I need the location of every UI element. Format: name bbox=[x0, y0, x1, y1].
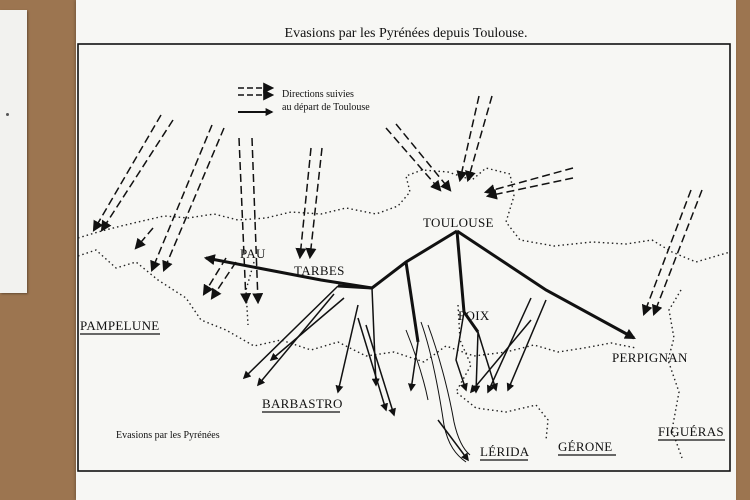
dashed-arrow-icon bbox=[162, 127, 225, 273]
paper-mark bbox=[6, 113, 9, 116]
coastal-boundary bbox=[667, 289, 683, 459]
dashed-arrow-icon bbox=[456, 95, 480, 183]
solid-arrow-icon bbox=[357, 317, 388, 412]
label-underlines bbox=[80, 333, 725, 461]
place-labels: TOULOUSE PAU TARBES FOIX PERPIGNAN PAMPE… bbox=[80, 215, 724, 459]
label-lerida: LÉRIDA bbox=[480, 444, 530, 459]
label-tarbes: TARBES bbox=[294, 263, 345, 278]
dashed-arrow-icon bbox=[652, 189, 703, 317]
dashed-arrow-icon bbox=[100, 119, 174, 232]
dashed-arrow-icon bbox=[150, 124, 213, 273]
label-pau: PAU bbox=[240, 246, 266, 261]
dashed-arrow-icon bbox=[92, 114, 162, 232]
escape-routes-map: Directions suivies au départ de Toulouse… bbox=[77, 43, 731, 472]
route-tarbes-junction bbox=[337, 284, 373, 290]
regional-boundary-west bbox=[245, 261, 255, 326]
dashed-arrow-icon bbox=[641, 189, 692, 317]
dashed-arrow-icon bbox=[210, 261, 237, 300]
solid-arrow-icon bbox=[506, 299, 547, 392]
label-pampelune: PAMPELUNE bbox=[80, 318, 160, 333]
dashed-arrow-icon bbox=[305, 147, 323, 260]
dashed-arrow-icon bbox=[238, 137, 252, 305]
dashed-arrow-icon bbox=[251, 137, 264, 305]
route-toulouse-perpignan bbox=[456, 229, 636, 340]
dashed-arrow-icon bbox=[485, 177, 574, 200]
france-spain-border bbox=[77, 249, 637, 363]
label-toulouse: TOULOUSE bbox=[423, 215, 494, 230]
legend-line-1: Directions suivies bbox=[282, 89, 354, 100]
dashed-arrow-icon bbox=[395, 123, 452, 192]
main-routes bbox=[203, 229, 636, 343]
solid-arrow-icon bbox=[371, 287, 380, 387]
map-sheet: Evasions par les Pyrénées depuis Toulous… bbox=[76, 0, 736, 500]
map-title: Evasions par les Pyrénées depuis Toulous… bbox=[284, 26, 528, 41]
map-frame bbox=[77, 43, 731, 472]
solid-arrow-icon bbox=[407, 341, 419, 392]
route-branch-west bbox=[404, 261, 420, 343]
route-to-lerida bbox=[437, 419, 469, 462]
label-perpignan: PERPIGNAN bbox=[612, 350, 688, 365]
solid-arrow-icon bbox=[455, 311, 468, 392]
dashed-arrow-icon bbox=[465, 95, 493, 183]
solid-arrow-icon bbox=[242, 285, 339, 380]
northern-boundary bbox=[77, 167, 731, 263]
adjacent-paper-sheet bbox=[0, 10, 27, 293]
regional-boundary-east bbox=[455, 304, 549, 441]
secondary-routes bbox=[242, 285, 547, 417]
solid-arrow-icon bbox=[269, 297, 345, 362]
map-legend: Directions suivies au départ de Toulouse bbox=[238, 82, 370, 116]
dashed-arrow-icon bbox=[483, 167, 574, 195]
dashed-arrow-icon bbox=[385, 127, 442, 192]
border-lines bbox=[77, 167, 731, 459]
map-caption: Evasions par les Pyrénées bbox=[116, 430, 220, 441]
solid-arrow-icon bbox=[472, 331, 481, 394]
legend-line-2: au départ de Toulouse bbox=[282, 102, 370, 113]
label-figueras: FIGUÉRAS bbox=[658, 424, 724, 439]
label-barbastro: BARBASTRO bbox=[262, 396, 343, 411]
river-lines bbox=[405, 321, 471, 463]
label-gerone: GÉRONE bbox=[558, 439, 613, 454]
dashed-arrow-icon bbox=[202, 257, 227, 296]
solid-arrow-icon bbox=[365, 324, 396, 417]
dashed-arrow-icon bbox=[134, 227, 154, 250]
dashed-arrow-icon bbox=[295, 147, 312, 260]
solid-arrow-icon bbox=[335, 304, 359, 394]
label-foix: FOIX bbox=[458, 308, 490, 323]
solid-arrow-icon bbox=[469, 319, 532, 394]
incoming-routes bbox=[92, 95, 703, 317]
